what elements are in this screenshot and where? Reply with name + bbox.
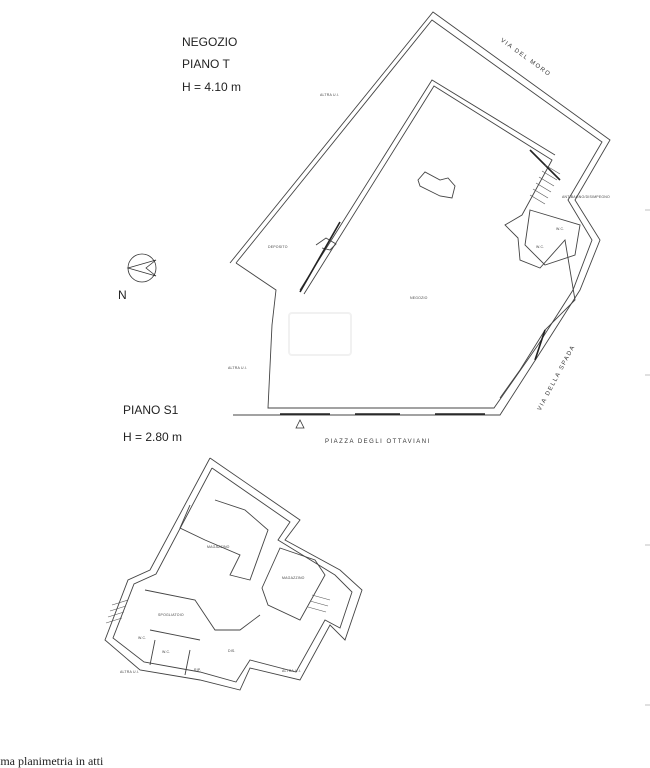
watermark (288, 312, 352, 356)
basement-height: H = 2.80 m (123, 430, 183, 444)
street-piazza: PIAZZA DEGLI OTTAVIANI (325, 439, 431, 445)
room-label: MAGAZZINO (207, 545, 230, 549)
stairs (529, 164, 561, 205)
margin-ticks (645, 209, 650, 706)
room-label: SPOGLIATOIO (158, 613, 184, 617)
room-label: W.C. (162, 650, 171, 654)
ground-floor-plan (229, 11, 611, 429)
plan-title: NEGOZIO (182, 35, 238, 49)
room-label: DEPOSITO (268, 245, 288, 249)
room-label: NEGOZIO (410, 296, 428, 300)
room-label: ALTRA U.I. (120, 670, 140, 674)
room-label: MAGAZZINO (282, 576, 305, 580)
room-label: ALTRA U.I. (320, 93, 340, 97)
room-label: ALTRA U.I. (282, 669, 302, 673)
caption: ima planimetria in atti (0, 754, 104, 768)
room-label: W.C. (556, 227, 565, 231)
ground-floor-level: PIANO T (182, 57, 230, 71)
basement-plan (104, 457, 363, 691)
room-label: RIP. (194, 668, 202, 672)
room-label: DIS. (228, 649, 236, 653)
basement-level: PIANO S1 (123, 403, 179, 417)
room-label: W.C. (536, 245, 545, 249)
room-label: ANTIBAGNO/DISIMPEGNO (562, 195, 610, 199)
ground-floor-height: H = 4.10 m (182, 80, 242, 94)
room-label: W.C. (138, 636, 147, 640)
room-label: ALTRA U.I. (228, 366, 248, 370)
north-label: N (118, 288, 127, 302)
north-arrow-icon (126, 253, 157, 283)
